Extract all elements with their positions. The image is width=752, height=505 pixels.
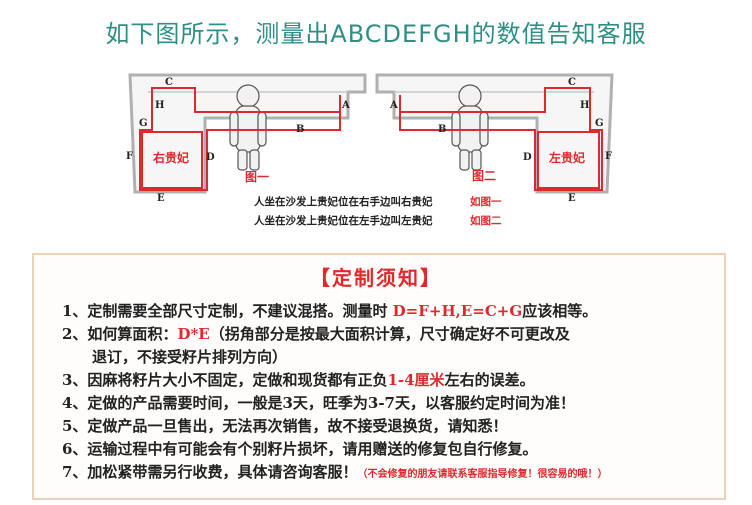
notice-item-4: 4、定做的产品需要时间，一般是3天，旺季为3-7天，以客服约定时间为准！ bbox=[62, 394, 575, 412]
letter-f-2: F bbox=[605, 151, 612, 162]
letter-e-1: E bbox=[157, 193, 165, 204]
letter-d-1: D bbox=[206, 152, 215, 163]
notice-item-7: 7、加松紧带需另行收费，具体请咨询客服！（不会修复的朋友请联系客服指导修复！很容… bbox=[62, 463, 608, 481]
letter-e-2: E bbox=[568, 193, 576, 204]
letter-d-2: D bbox=[523, 152, 532, 163]
measure-outline-2 bbox=[399, 87, 603, 191]
letter-b-2: B bbox=[438, 124, 446, 135]
notice-item-6: 6、运输过程中有可能会有个别籽片损坏，请用赠送的修复包自行修复。 bbox=[62, 440, 538, 458]
letter-h-1: H bbox=[155, 100, 164, 111]
note-1-ref: 如图一 bbox=[470, 195, 502, 208]
tolerance-text: 1-4厘米 bbox=[387, 371, 445, 389]
note-2-text: 人坐在沙发上贵妃位在左手边叫左贵妃 bbox=[254, 214, 433, 227]
area-formula: D*E bbox=[177, 325, 210, 343]
figure-2: 左贵妃 图二 C H G A B D F E bbox=[375, 73, 614, 204]
letter-b-1: B bbox=[296, 124, 304, 135]
sofa-outline-2 bbox=[375, 73, 614, 194]
letter-g-2: G bbox=[595, 118, 604, 129]
caption-1: 图一 bbox=[245, 170, 269, 184]
sofa-outline-1 bbox=[128, 73, 367, 194]
note-2-ref: 如图二 bbox=[470, 214, 502, 227]
custom-notice-box bbox=[32, 253, 726, 500]
letter-a-2: A bbox=[389, 100, 398, 111]
letter-f-1: F bbox=[126, 151, 133, 162]
measure-outline-1 bbox=[139, 87, 341, 191]
letter-c-2: C bbox=[568, 77, 576, 88]
figure-1: 右贵妃 图一 C H G A B D F E bbox=[126, 73, 367, 204]
notice-list: 1、定制需要全部尺寸定制，不建议混搭。测量时 D=F+H,E=C+G应该相等。 … bbox=[62, 300, 722, 484]
notice-item-1: 1、定制需要全部尺寸定制，不建议混搭。测量时 D=F+H,E=C+G应该相等。 bbox=[62, 302, 598, 320]
box-label-1: 右贵妃 bbox=[152, 150, 189, 165]
letter-c-1: C bbox=[165, 77, 173, 88]
repair-note: （不会修复的朋友请联系客服指导修复！很容易的哦！） bbox=[357, 469, 608, 480]
letter-h-2: H bbox=[580, 100, 589, 111]
notice-heading: 【定制须知】 bbox=[310, 266, 442, 290]
notice-item-3: 3、因麻将籽片大小不固定，定做和现货都有正负1-4厘米左右的误差。 bbox=[62, 371, 535, 389]
formula-text: D=F+H,E=C+G bbox=[392, 302, 523, 320]
caption-2: 图二 bbox=[472, 169, 496, 183]
note-1-text: 人坐在沙发上贵妃位在右手边叫右贵妃 bbox=[254, 195, 433, 208]
letter-a-1: A bbox=[341, 100, 350, 111]
page-title: 如下图所示，测量出ABCDEFGH的数值告知客服 bbox=[105, 20, 647, 48]
notice-item-2-cont: 退订，不接受籽片排列方向） bbox=[92, 348, 288, 366]
sofa-diagram: 右贵妃 图一 C H G A B D F E 左贵妃 图二 C H G A B … bbox=[126, 73, 614, 227]
notice-item-2: 2、如何算面积：D*E（拐角部分是按最大面积计算，尺寸确定好不可更改及 bbox=[62, 325, 570, 343]
letter-g-1: G bbox=[139, 118, 148, 129]
notice-item-5: 5、定做产品一旦售出，无法再次销售，故不接受退换货，请知悉！ bbox=[62, 417, 508, 435]
box-label-2: 左贵妃 bbox=[548, 150, 585, 165]
